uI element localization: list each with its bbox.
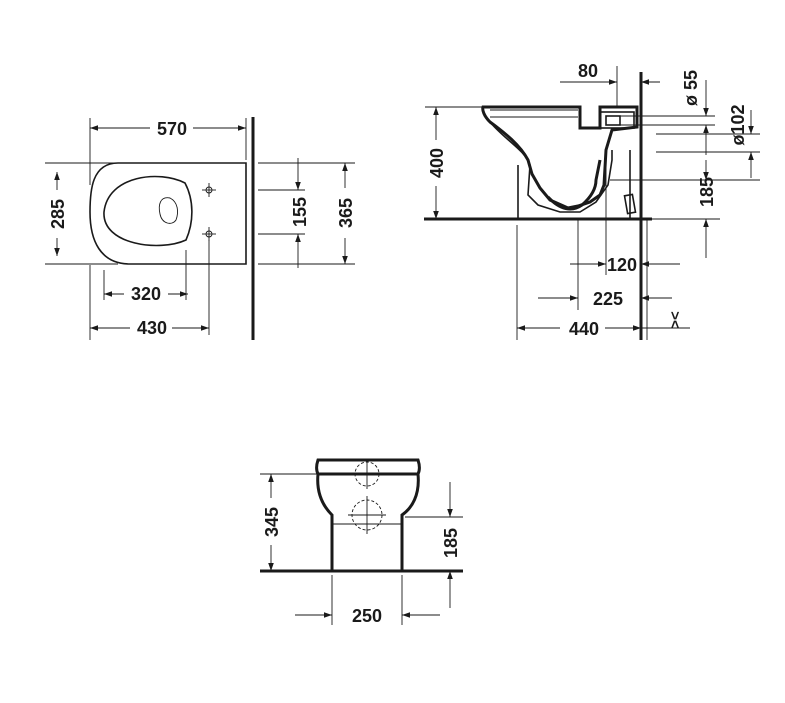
- side-dim-120: 120: [607, 255, 637, 275]
- front-dim-250: 250: [352, 606, 382, 626]
- side-dim-400: 400: [427, 148, 447, 178]
- side-bowl-outline: [481, 105, 639, 210]
- side-dim-80: 80: [578, 61, 598, 81]
- plan-dim-285: 285: [48, 199, 68, 229]
- side-dim-d55: ø 55: [681, 70, 701, 106]
- side-dim-d102: ø102: [728, 104, 748, 145]
- plan-dim-155: 155: [290, 197, 310, 227]
- side-dim-185: 185: [697, 177, 717, 207]
- plan-seat-opening: [103, 175, 193, 247]
- front-inlet-circle: [352, 459, 382, 489]
- side-dim-225: 225: [593, 289, 623, 309]
- side-outlet-inner: [605, 115, 621, 126]
- plan-dim-570: 570: [157, 119, 187, 139]
- front-dim-185: 185: [441, 528, 461, 558]
- plan-inner-bowl: [158, 197, 178, 224]
- plan-dim-320: 320: [131, 284, 161, 304]
- front-dim-345: 345: [262, 507, 282, 537]
- side-outlet: [599, 111, 635, 129]
- side-bowl-inner: [489, 121, 613, 213]
- plan-fixing-holes: [202, 183, 216, 241]
- front-view: 345 185 250: [260, 458, 463, 626]
- side-trap: [546, 159, 602, 211]
- side-view: 80 ø 55 ø102 400 185 120 225: [424, 61, 760, 340]
- front-outlet-circle: [348, 496, 386, 534]
- front-bowl: [316, 473, 420, 571]
- side-pedestal: [517, 150, 631, 219]
- plan-view: 570 285 320 430 155 365: [45, 117, 356, 340]
- plan-dim-365: 365: [336, 198, 356, 228]
- plan-dim-430: 430: [137, 318, 167, 338]
- plan-bowl-outline: [89, 162, 247, 265]
- side-dim-440: 440: [569, 319, 599, 339]
- side-dim-gap: ><: [667, 311, 684, 329]
